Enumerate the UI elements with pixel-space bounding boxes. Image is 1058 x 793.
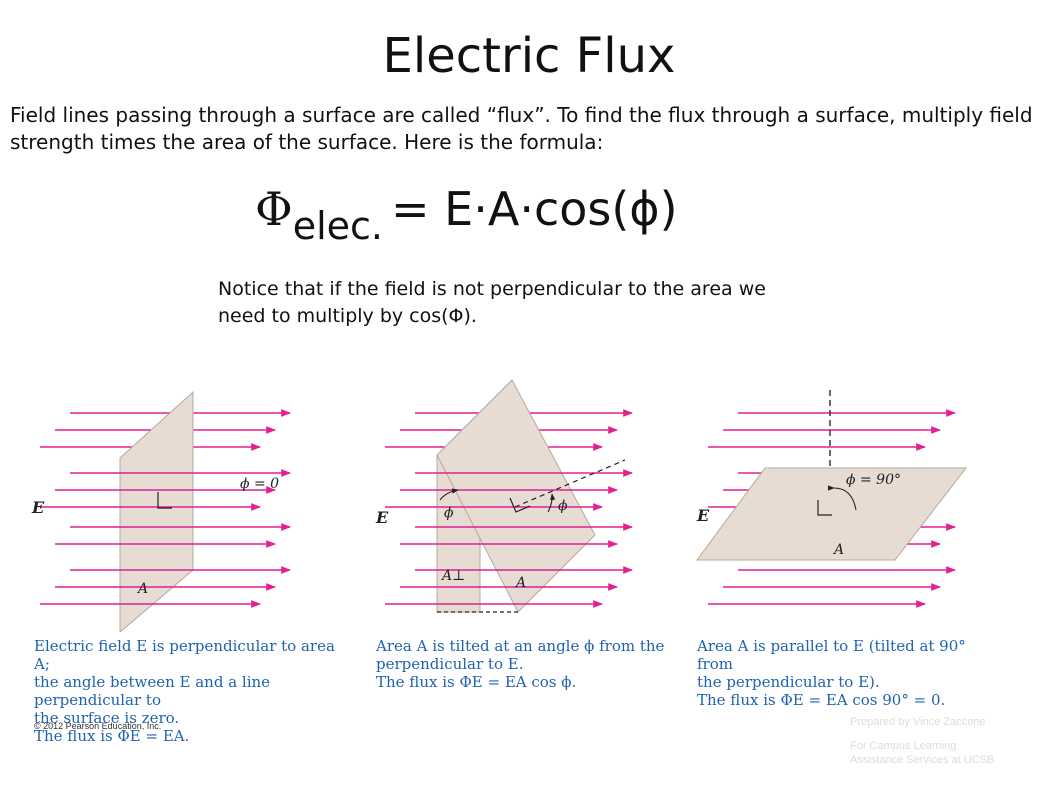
field-lines-front xyxy=(385,469,633,608)
right-angle-marker xyxy=(509,497,531,513)
formula-rhs: = E·A·cos(ϕ) xyxy=(391,182,678,236)
tilt-arc xyxy=(439,488,459,501)
caption-line: perpendicular to E. xyxy=(376,655,524,673)
area-label: A xyxy=(136,581,148,597)
area-label: A xyxy=(514,575,526,591)
surface-perpendicular xyxy=(119,390,194,632)
flux-diagrams: E ϕ = 0 A E ϕ ϕ A⊥ A xyxy=(31,379,968,632)
formula-phi-symbol: Φ xyxy=(255,182,293,236)
field-label: E xyxy=(375,508,389,527)
caption-line: The flux is ΦE = EA. xyxy=(34,727,190,745)
credit-line-2: For Campus Learning xyxy=(850,740,957,752)
copyright-notice: © 2012 Pearson Education, Inc. xyxy=(34,721,162,731)
credit-line-3: Assistance Services at UCSB xyxy=(850,754,995,766)
area-label: A xyxy=(832,542,844,558)
normal-line xyxy=(514,459,626,508)
caption-panel-2: Area A is tilted at an angle ϕ from the … xyxy=(376,637,676,691)
caption-line: The flux is ΦE = EA cos ϕ. xyxy=(376,673,577,691)
field-label: E xyxy=(696,506,710,525)
right-angle-marker xyxy=(157,492,172,509)
field-label: E xyxy=(31,498,45,517)
caption-line: Area A is tilted at an angle ϕ from the xyxy=(376,637,665,655)
right-angle-marker xyxy=(817,500,832,516)
perp-area-label: A⊥ xyxy=(440,568,465,584)
panel-tilted: E ϕ ϕ A⊥ A xyxy=(375,379,633,613)
field-lines-front xyxy=(708,566,956,608)
angle-label: ϕ = 90° xyxy=(846,472,901,488)
page-title: Electric Flux xyxy=(382,28,676,84)
angle-arc xyxy=(547,493,556,513)
caption-line: The flux is ΦE = EA cos 90° = 0. xyxy=(697,691,946,709)
panel-parallel: E ϕ = 90° A xyxy=(696,390,968,608)
angle-label: ϕ = 0 xyxy=(240,476,279,492)
panel-perpendicular: E ϕ = 0 A xyxy=(31,390,291,632)
caption-line: the angle between E and a line perpendic… xyxy=(34,673,271,709)
surface-parallel xyxy=(696,467,968,561)
intro-text: Field lines passing through a surface ar… xyxy=(10,103,1033,154)
caption-panel-1: Electric field E is perpendicular to are… xyxy=(34,637,354,745)
caption-line: Area A is parallel to E (tilted at 90° f… xyxy=(697,637,966,673)
caption-panel-3: Area A is parallel to E (tilted at 90° f… xyxy=(697,637,997,709)
formula-subscript: elec. xyxy=(292,204,384,248)
angle-label: ϕ xyxy=(558,498,568,514)
tilt-angle-label: ϕ xyxy=(444,505,454,521)
angle-arc xyxy=(828,485,857,511)
surface-tilted xyxy=(436,379,596,613)
caption-line: Electric field E is perpendicular to are… xyxy=(34,637,335,673)
notice-text: Notice that if the field is not perpendi… xyxy=(218,278,766,327)
caption-line: the perpendicular to E). xyxy=(697,673,880,691)
credit-line-1: Prepared by Vince Zaccone xyxy=(850,716,986,728)
field-lines-front xyxy=(40,469,291,608)
flux-formula: Φelec.= E·A·cos(ϕ) xyxy=(255,182,678,248)
caption-line: the surface is zero. xyxy=(34,709,180,727)
